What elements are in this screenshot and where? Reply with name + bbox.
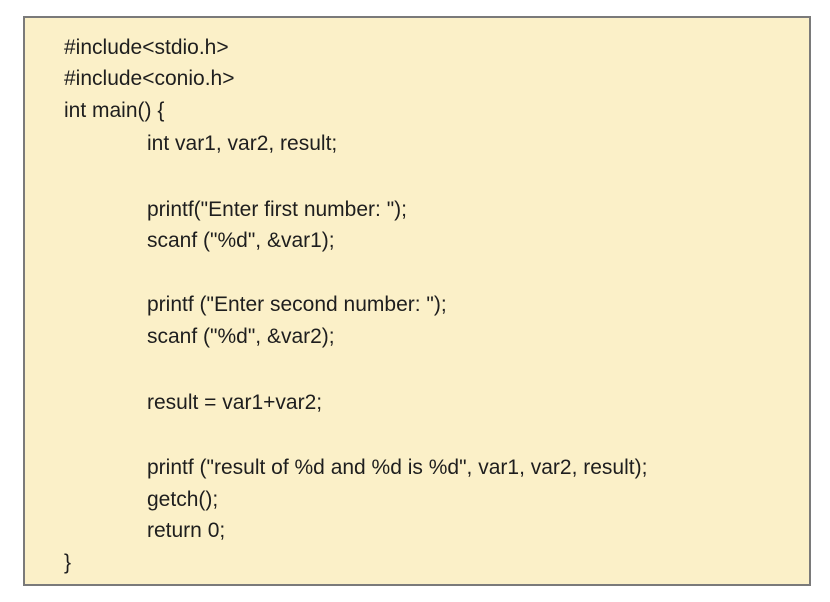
code-line-var-decl: int var1, var2, result; bbox=[147, 132, 338, 155]
code-line-result-assign: result = var1+var2; bbox=[147, 391, 323, 414]
code-line-printf-first: printf("Enter first number: "); bbox=[147, 198, 407, 221]
code-line-include-stdio: #include<stdio.h> bbox=[64, 36, 229, 59]
code-line-getch: getch(); bbox=[147, 488, 219, 511]
code-line-closing-brace: } bbox=[64, 551, 72, 574]
code-line-printf-second: printf ("Enter second number: "); bbox=[147, 293, 447, 316]
code-line-include-conio: #include<conio.h> bbox=[64, 67, 235, 90]
code-line-printf-result: printf ("result of %d and %d is %d", var… bbox=[147, 456, 648, 479]
code-line-return: return 0; bbox=[147, 519, 226, 542]
code-line-main-decl: int main() { bbox=[64, 99, 165, 122]
code-line-scanf-var2: scanf ("%d", &var2); bbox=[147, 325, 335, 348]
code-block: #include<stdio.h> #include<conio.h> int … bbox=[23, 16, 811, 586]
code-line-scanf-var1: scanf ("%d", &var1); bbox=[147, 229, 335, 252]
